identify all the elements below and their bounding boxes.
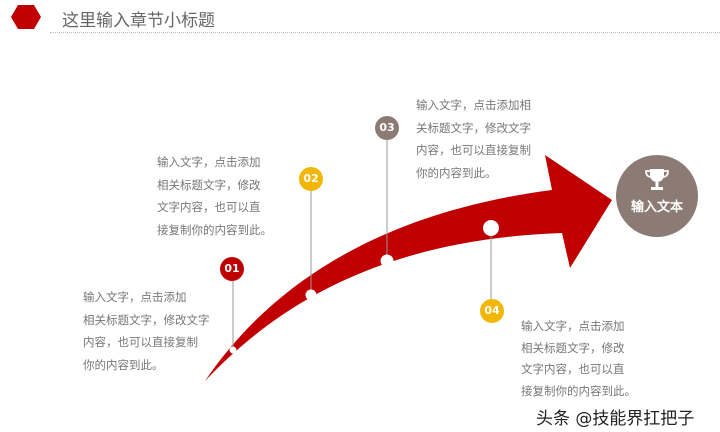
text-line: 关标题文字，修改文字 xyxy=(416,120,531,135)
step-number-03: 03 xyxy=(375,116,399,140)
text-line: 输入文字，点击添加相 xyxy=(416,98,531,112)
text-line: 你的内容到此。 xyxy=(416,165,497,180)
hexagon-icon xyxy=(11,5,41,29)
badge-label: 输入文本 xyxy=(630,200,683,215)
text-line: 接复制你的内容到此。 xyxy=(521,383,636,398)
growth-arrow xyxy=(205,155,612,381)
text-line: 相关标题文字，修改 xyxy=(521,340,625,355)
text-line: 相关标题文字，修改 xyxy=(157,177,261,192)
text-line: 内容，也可以直接复制 xyxy=(83,335,198,349)
page-title: 这里输入章节小标题 xyxy=(62,11,215,31)
goal-badge: 输入文本 xyxy=(616,155,698,237)
dot-01 xyxy=(229,346,237,354)
step-number-04: 04 xyxy=(480,299,504,323)
text-line: 输入文字，点击添加 xyxy=(521,319,625,333)
dot-03 xyxy=(380,254,394,268)
text-line: 输入文字，点击添加 xyxy=(157,155,261,169)
text-line: 内容，也可以直接复制 xyxy=(416,143,531,157)
text-line: 输入文字，点击添加 xyxy=(83,290,187,304)
text-line: 你的内容到此。 xyxy=(83,357,164,372)
trophy-icon xyxy=(645,169,669,190)
step-number-01: 01 xyxy=(220,257,244,281)
text-line: 接复制你的内容到此。 xyxy=(157,222,272,237)
watermark: 头条 @技能界扛把子 xyxy=(536,409,695,429)
dot-02 xyxy=(305,289,317,301)
step-text-04: 输入文字，点击添加 相关标题文字，修改 文字内容，也可以直 接复制你的内容到此。 xyxy=(521,316,636,402)
step-text-02: 输入文字，点击添加 相关标题文字，修改 文字内容，也可以直 接复制你的内容到此。 xyxy=(157,151,272,241)
step-text-01: 输入文字，点击添加 相关标题文字，修改文字 内容，也可以直接复制 你的内容到此。 xyxy=(83,286,210,376)
title-divider xyxy=(50,32,720,33)
text-line: 相关标题文字，修改文字 xyxy=(83,312,210,327)
dot-04 xyxy=(483,220,499,236)
step-text-03: 输入文字，点击添加相 关标题文字，修改文字 内容，也可以直接复制 你的内容到此。 xyxy=(416,94,531,184)
text-line: 文字内容，也可以直 xyxy=(521,362,625,376)
text-line: 文字内容，也可以直 xyxy=(157,200,261,214)
step-number-02: 02 xyxy=(299,167,323,191)
